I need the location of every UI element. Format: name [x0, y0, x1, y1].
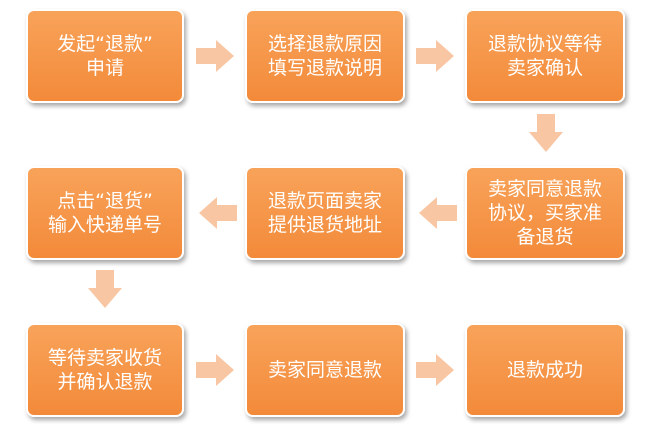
arrow-down-icon [529, 114, 563, 152]
arrow-down-icon [88, 270, 122, 308]
step-4-box: 卖家同意退款 协议，买家准 备退货 [465, 166, 625, 260]
arrow-right-icon [196, 40, 234, 72]
step-7-box: 等待卖家收货 并确认退款 [26, 323, 184, 417]
arrow-left-icon [199, 197, 237, 229]
step-7-text: 等待卖家收货 并确认退款 [47, 347, 162, 393]
step-2-box: 选择退款原因 填写退款说明 [245, 9, 405, 103]
step-6-box: 点击“退货” 输入快递单号 [26, 166, 184, 260]
step-3-text: 退款协议等待 卖家确认 [487, 33, 602, 79]
step-4-text: 卖家同意退款 协议，买家准 备退货 [487, 178, 602, 248]
step-9-text: 退款成功 [506, 359, 583, 381]
arrow-right-icon [196, 354, 234, 386]
arrow-right-icon [416, 40, 454, 72]
step-2-text: 选择退款原因 填写退款说明 [267, 33, 382, 79]
arrow-right-icon [416, 354, 454, 386]
step-8-text: 卖家同意退款 [267, 359, 382, 381]
step-8-box: 卖家同意退款 [245, 323, 405, 417]
step-5-box: 退款页面卖家 提供退货地址 [245, 166, 405, 260]
step-1-box: 发起“退款” 申请 [26, 9, 184, 103]
step-3-box: 退款协议等待 卖家确认 [465, 9, 625, 103]
step-1-text: 发起“退款” 申请 [57, 33, 153, 79]
arrow-left-icon [419, 197, 457, 229]
step-5-text: 退款页面卖家 提供退货地址 [267, 190, 382, 236]
step-9-box: 退款成功 [465, 323, 625, 417]
step-6-text: 点击“退货” 输入快递单号 [47, 190, 162, 236]
